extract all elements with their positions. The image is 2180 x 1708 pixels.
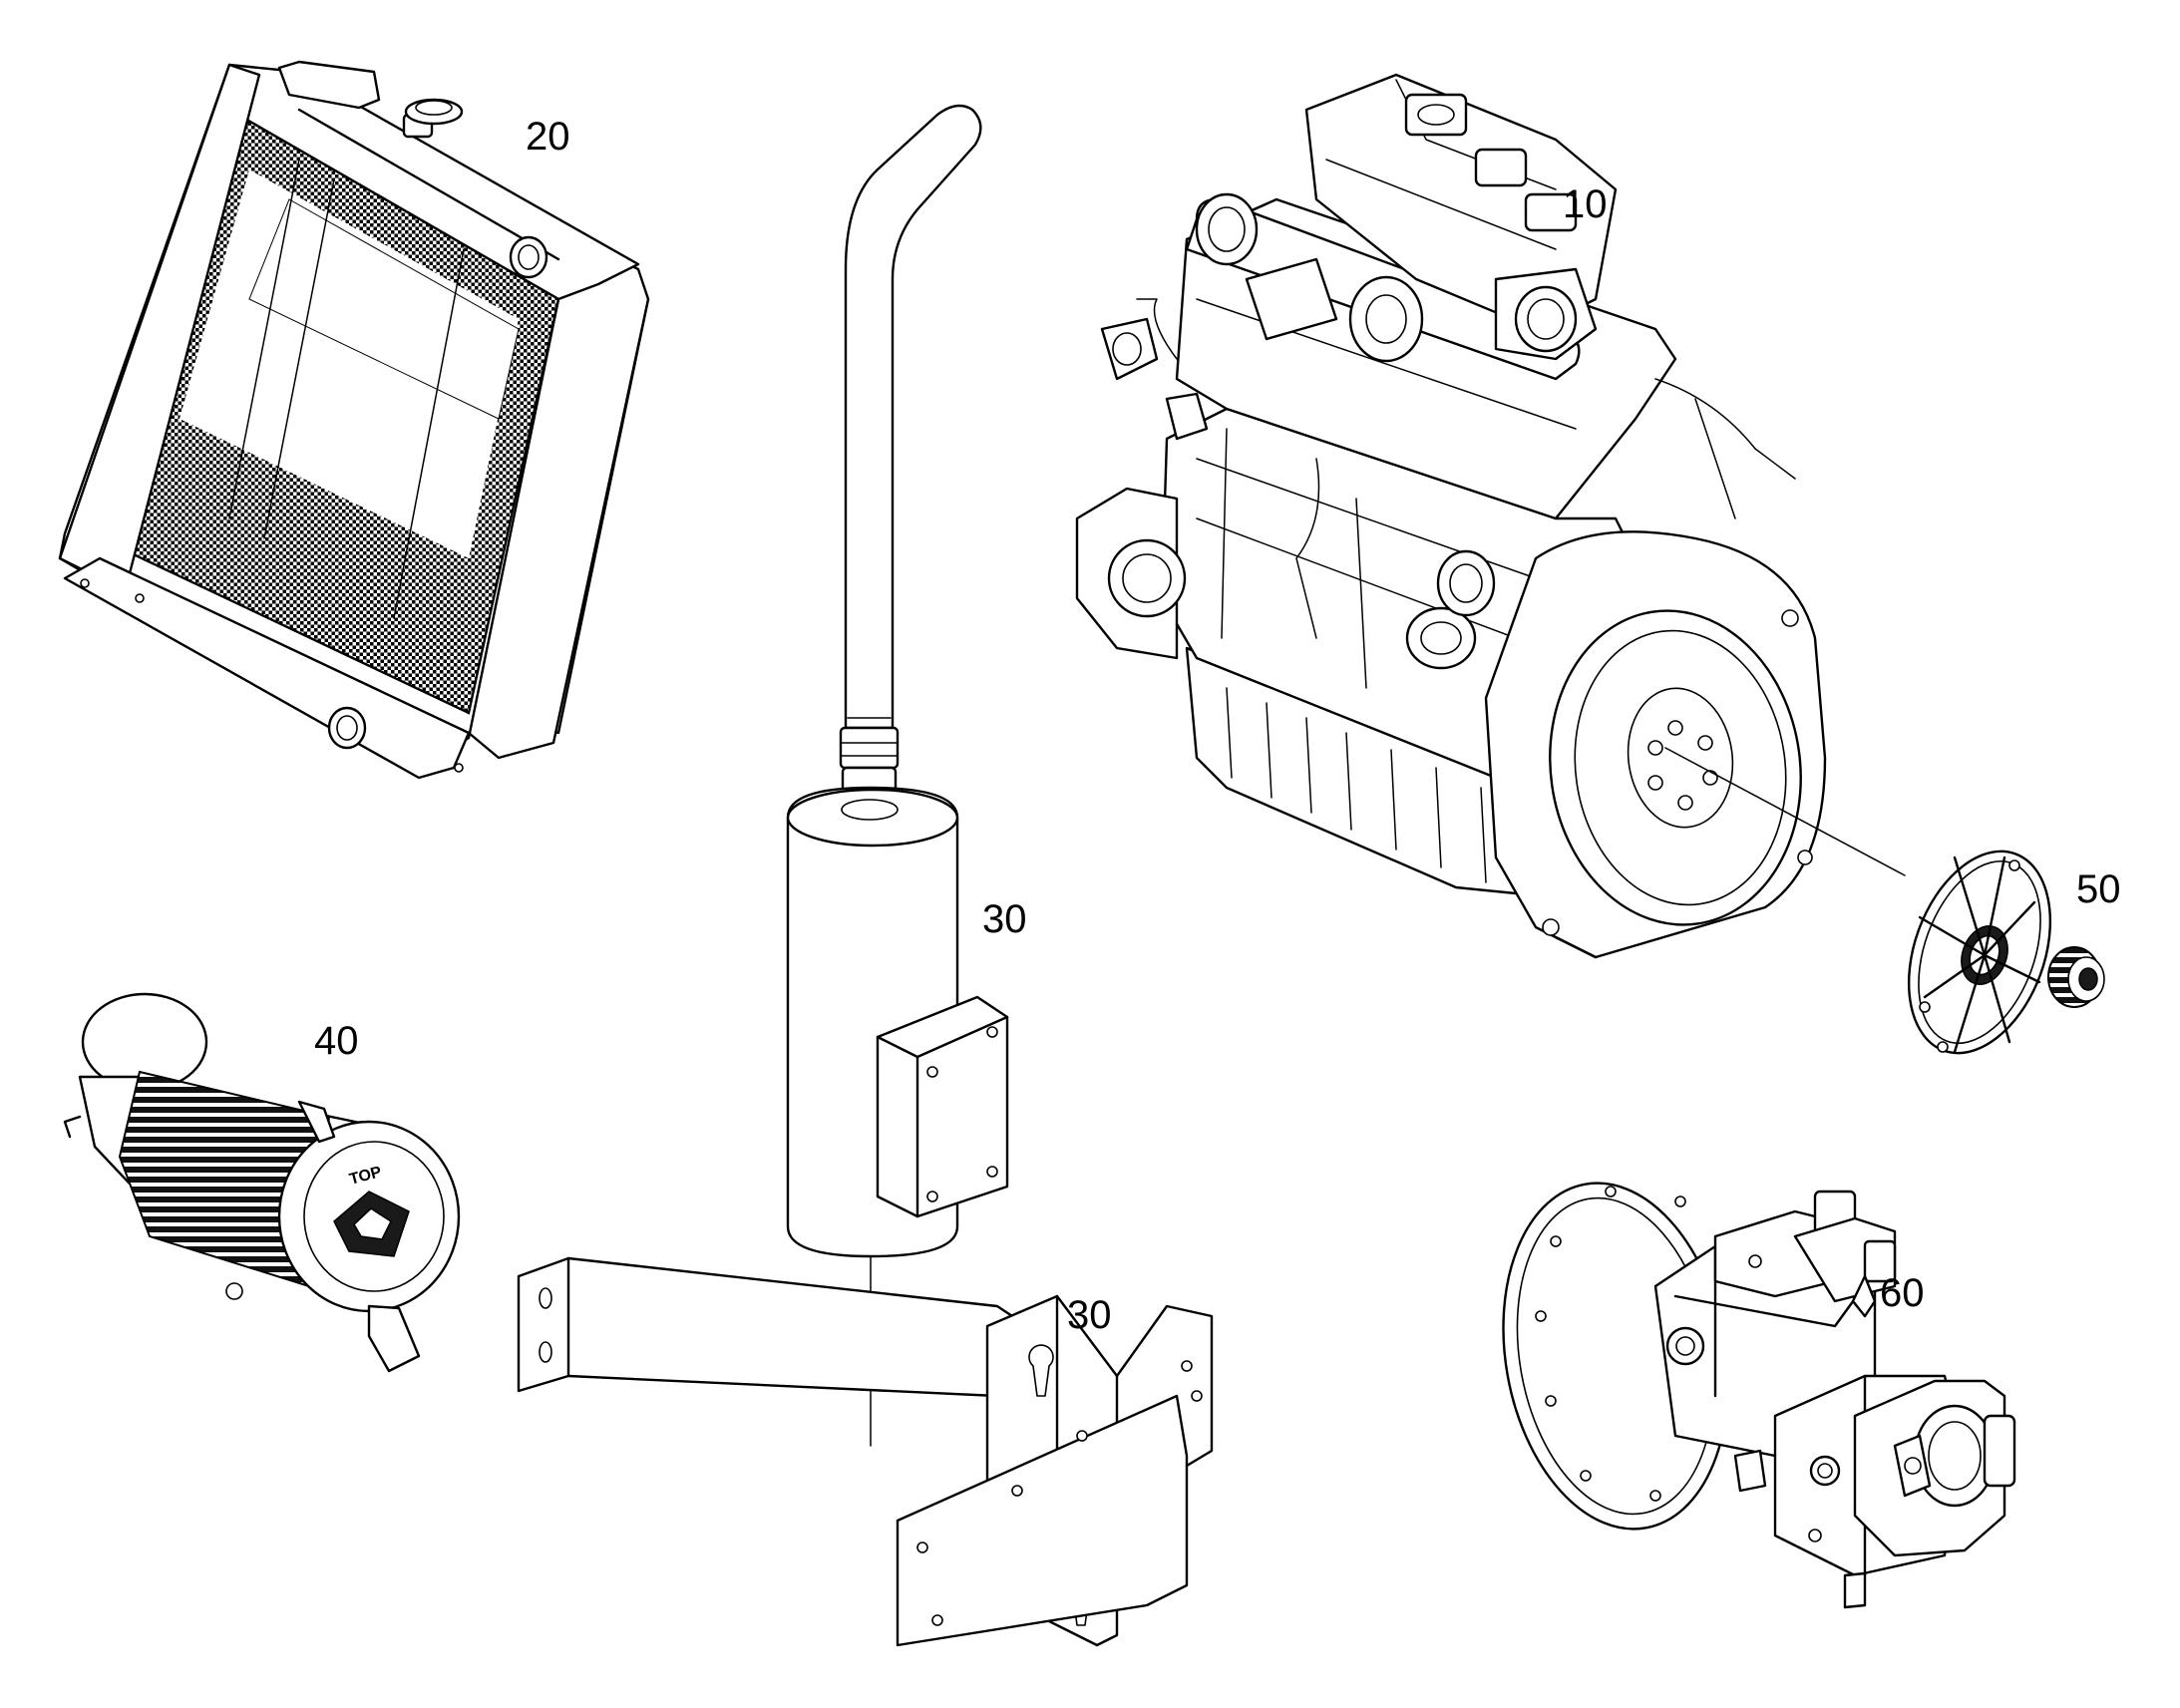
radiator-part: 20 (58, 60, 650, 780)
bracket-part: 30 (517, 1256, 1214, 1647)
callout-muffler: 30 (982, 897, 1027, 941)
engine-part: 10 (1075, 73, 1827, 959)
hydraulic-pump-part: 60 (1502, 1182, 2016, 1609)
callout-bracket: 30 (1067, 1293, 1112, 1337)
callout-air-filter: 40 (314, 1019, 359, 1063)
callout-engine: 10 (1563, 182, 1608, 226)
muffler-part: 30 (786, 104, 1027, 1258)
leader-line-coupling (1664, 747, 1906, 876)
callout-hydraulic-pump: 60 (1880, 1271, 1925, 1315)
callout-coupling: 50 (2076, 867, 2121, 911)
air-filter-part: TOP 40 (63, 992, 461, 1373)
coupling-part: 50 (1907, 850, 2121, 1055)
coupling-hub (2047, 946, 2105, 1008)
callout-radiator: 20 (526, 115, 570, 159)
radiator-cap (402, 98, 464, 139)
